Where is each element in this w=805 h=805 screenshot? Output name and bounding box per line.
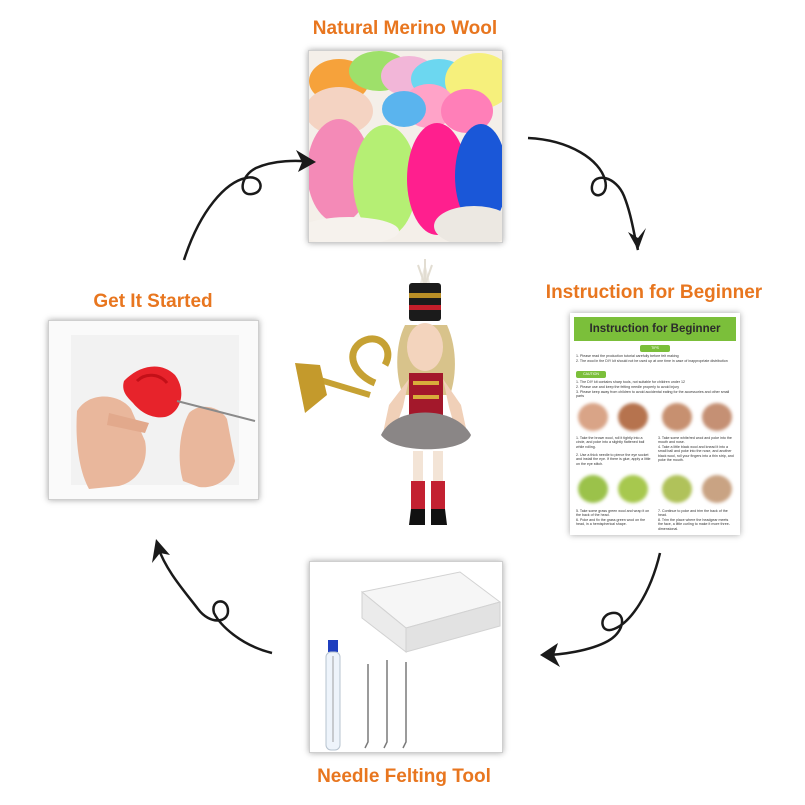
tips-pill: TIPS: [640, 345, 670, 352]
step-text-8: 8. Trim the place where the headgear mee…: [658, 518, 730, 531]
caution-line-1: 1. The DIY kit contains sharp tools, not…: [576, 380, 685, 384]
instruction-card-title: Instruction for Beginner: [574, 317, 736, 341]
wool-illustration: [309, 51, 502, 242]
hands-felting-illustration: [49, 321, 258, 499]
arrow-started-to-wool: [182, 150, 316, 261]
arrow-tool-to-started: [152, 539, 273, 655]
step-text-7: 7. Continue to poke and trim the back of…: [658, 509, 728, 518]
step-text-3: 3. Take some white/red wool and poke int…: [658, 436, 732, 445]
step-photo-6: [618, 475, 648, 503]
french-horn-icon: [295, 335, 392, 413]
step-photo-4: [702, 403, 732, 431]
step-text-1: 1. Take the brown wool, roll it tightly …: [576, 436, 645, 449]
caution-line-2: 2. Please use and keep the felting needl…: [576, 385, 680, 389]
nutcracker-doll-figure: [295, 259, 471, 525]
step-photo-7: [662, 475, 692, 503]
step-text-4: 4. Take a little black wool and knead it…: [658, 445, 734, 463]
step-text-6: 6. Poke and fix the grass green wool on …: [576, 518, 646, 527]
step-photo-5: [578, 475, 608, 503]
plume-icon: [417, 259, 433, 286]
caution-line-3: 3. Please keep away from children to avo…: [576, 390, 730, 399]
label-natural-merino-wool: Natural Merino Wool: [312, 18, 498, 39]
step-photo-3: [662, 403, 692, 431]
merino-wool-photo: [308, 50, 503, 243]
felting-tool-illustration: [310, 562, 502, 752]
step-photo-1: [578, 403, 608, 431]
arrow-wool-to-instruction: [527, 136, 646, 251]
tips-line-2: 2. The wool in the DIY kit should not be…: [576, 359, 728, 363]
label-needle-felting-tool: Needle Felting Tool: [317, 766, 491, 787]
step-photo-2: [618, 403, 648, 431]
tips-line-1: 1. Please read the production tutorial c…: [576, 354, 679, 358]
get-it-started-photo: [48, 320, 259, 500]
label-instruction-for-beginner: Instruction for Beginner: [545, 282, 763, 303]
arrow-instruction-to-tool: [540, 552, 662, 667]
instruction-card: Instruction for Beginner TIPS 1. Please …: [570, 313, 740, 535]
step-photo-8: [702, 475, 732, 503]
needle-felting-tool-photo: [309, 561, 503, 753]
label-get-it-started: Get It Started: [93, 291, 213, 312]
step-text-2: 2. Use a thick needle to pierce the eye …: [576, 453, 651, 466]
step-text-5: 5. Take some grass green wool and wrap i…: [576, 509, 650, 518]
caution-pill: CAUTION: [576, 371, 606, 378]
